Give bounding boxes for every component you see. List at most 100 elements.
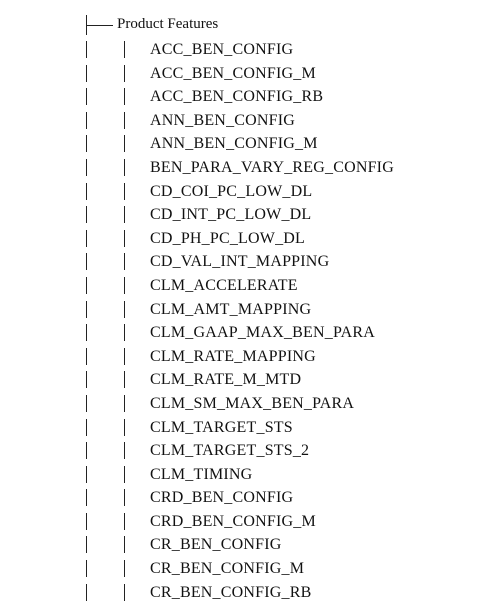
tree-pipe-inner xyxy=(124,560,125,578)
tree-item: CLM_GAAP_MAX_BEN_PARA xyxy=(0,321,501,345)
tree-pipe-inner xyxy=(124,324,125,342)
tree-pipe-inner xyxy=(124,300,125,318)
tree-item: CD_VAL_INT_MAPPING xyxy=(0,250,501,274)
tree-pipe-inner xyxy=(124,394,125,412)
tree-item: CLM_SM_MAX_BEN_PARA xyxy=(0,392,501,416)
tree-connector-horizontal xyxy=(86,25,113,26)
tree-pipe-inner xyxy=(124,276,125,294)
tree-item-label: CR_BEN_CONFIG_RB xyxy=(150,583,312,601)
tree-pipe-outer xyxy=(86,111,87,129)
tree-branch-connector xyxy=(86,15,114,35)
tree-pipe-inner xyxy=(124,512,125,530)
tree-item: ACC_BEN_CONFIG_M xyxy=(0,62,501,86)
tree-item: CD_INT_PC_LOW_DL xyxy=(0,203,501,227)
tree-item: CLM_TARGET_STS xyxy=(0,416,501,440)
tree-item-label: CLM_RATE_M_MTD xyxy=(150,371,302,389)
tree-pipe-inner xyxy=(124,158,125,176)
tree-item-label: ANN_BEN_CONFIG xyxy=(150,111,296,129)
tree-pipe-inner xyxy=(124,347,125,365)
tree-pipe-outer xyxy=(86,465,87,483)
tree-item: ANN_BEN_CONFIG xyxy=(0,109,501,133)
tree-item: CD_COI_PC_LOW_DL xyxy=(0,180,501,204)
tree-item: CR_BEN_CONFIG_M xyxy=(0,557,501,581)
tree-pipe-inner xyxy=(124,182,125,200)
tree-item: CLM_RATE_MAPPING xyxy=(0,345,501,369)
tree-item-label: ACC_BEN_CONFIG_M xyxy=(150,64,316,82)
tree-item-label: CLM_SM_MAX_BEN_PARA xyxy=(150,394,355,412)
tree-pipe-outer xyxy=(86,64,87,82)
tree-pipe-outer xyxy=(86,182,87,200)
tree-pipe-outer xyxy=(86,158,87,176)
tree-item-label: CLM_TARGET_STS_2 xyxy=(150,442,310,460)
tree-item: ACC_BEN_CONFIG xyxy=(0,38,501,62)
tree-pipe-outer xyxy=(86,347,87,365)
tree-item: CRD_BEN_CONFIG_M xyxy=(0,510,501,534)
tree-pipe-inner xyxy=(124,442,125,460)
tree-item: CLM_ACCELERATE xyxy=(0,274,501,298)
tree-item-label: CLM_RATE_MAPPING xyxy=(150,347,316,365)
tree-item: CD_PH_PC_LOW_DL xyxy=(0,227,501,251)
tree-pipe-outer xyxy=(86,583,87,601)
tree-pipe-inner xyxy=(124,465,125,483)
tree-pipe-inner xyxy=(124,41,125,58)
tree-pipe-outer xyxy=(86,276,87,294)
tree-pipe-outer xyxy=(86,489,87,507)
tree-item-label: CLM_TIMING xyxy=(150,465,253,483)
tree-item-label: CR_BEN_CONFIG xyxy=(150,536,282,554)
tree-pipe-outer xyxy=(86,41,87,58)
tree-item-label: CRD_BEN_CONFIG_M xyxy=(150,512,316,530)
tree-item: ANN_BEN_CONFIG_M xyxy=(0,132,501,156)
tree-item-label: ANN_BEN_CONFIG_M xyxy=(150,135,318,153)
tree-pipe-outer xyxy=(86,135,87,153)
tree-pipe-outer xyxy=(86,536,87,554)
tree-pipe-outer xyxy=(86,300,87,318)
tree-item-label: CD_INT_PC_LOW_DL xyxy=(150,206,312,224)
tree-item: CR_BEN_CONFIG_RB xyxy=(0,581,501,605)
tree-pipe-inner xyxy=(124,64,125,82)
tree-item: ACC_BEN_CONFIG_RB xyxy=(0,85,501,109)
tree-item-label: CD_PH_PC_LOW_DL xyxy=(150,229,306,247)
tree-pipe-outer xyxy=(86,324,87,342)
tree-pipe-inner xyxy=(124,536,125,554)
tree-pipe-inner xyxy=(124,583,125,601)
tree-pipe-outer xyxy=(86,206,87,224)
tree-item-label: ACC_BEN_CONFIG_RB xyxy=(150,88,324,106)
tree-item-label: CRD_BEN_CONFIG xyxy=(150,489,294,507)
tree-pipe-outer xyxy=(86,418,87,436)
tree-item: CLM_TARGET_STS_2 xyxy=(0,439,501,463)
tree-pipe-outer xyxy=(86,512,87,530)
tree-item-label: CD_COI_PC_LOW_DL xyxy=(150,182,313,200)
tree-pipe-outer xyxy=(86,88,87,106)
tree-pipe-outer xyxy=(86,442,87,460)
tree-item: BEN_PARA_VARY_REG_CONFIG xyxy=(0,156,501,180)
tree-item-label: CR_BEN_CONFIG_M xyxy=(150,560,305,578)
tree-pipe-outer xyxy=(86,253,87,271)
tree-pipe-outer xyxy=(86,394,87,412)
tree-pipe-inner xyxy=(124,229,125,247)
tree-root-label: Product Features xyxy=(117,16,219,32)
tree-pipe-inner xyxy=(124,418,125,436)
tree-item: CLM_AMT_MAPPING xyxy=(0,298,501,322)
tree-item: CRD_BEN_CONFIG xyxy=(0,486,501,510)
tree-item: CR_BEN_CONFIG xyxy=(0,533,501,557)
tree-item-label: CLM_TARGET_STS xyxy=(150,418,293,436)
tree-pipe-outer xyxy=(86,229,87,247)
tree-pipe-inner xyxy=(124,253,125,271)
tree-pipe-outer xyxy=(86,560,87,578)
tree-pipe-inner xyxy=(124,135,125,153)
tree-pipe-outer xyxy=(86,371,87,389)
tree-pipe-inner xyxy=(124,489,125,507)
tree-pipe-inner xyxy=(124,206,125,224)
tree-item-label: CLM_ACCELERATE xyxy=(150,276,298,294)
tree-item-list: ACC_BEN_CONFIG ACC_BEN_CONFIG_M ACC_BEN_… xyxy=(0,38,501,604)
tree-item: CLM_RATE_M_MTD xyxy=(0,368,501,392)
tree-item-label: BEN_PARA_VARY_REG_CONFIG xyxy=(150,158,394,176)
tree-item-label: CD_VAL_INT_MAPPING xyxy=(150,253,330,271)
tree-pipe-inner xyxy=(124,371,125,389)
tree-item-label: ACC_BEN_CONFIG xyxy=(150,41,294,58)
tree-item-label: CLM_GAAP_MAX_BEN_PARA xyxy=(150,324,375,342)
tree-item: CLM_TIMING xyxy=(0,463,501,487)
tree-item-label: CLM_AMT_MAPPING xyxy=(150,300,312,318)
tree-pipe-inner xyxy=(124,111,125,129)
